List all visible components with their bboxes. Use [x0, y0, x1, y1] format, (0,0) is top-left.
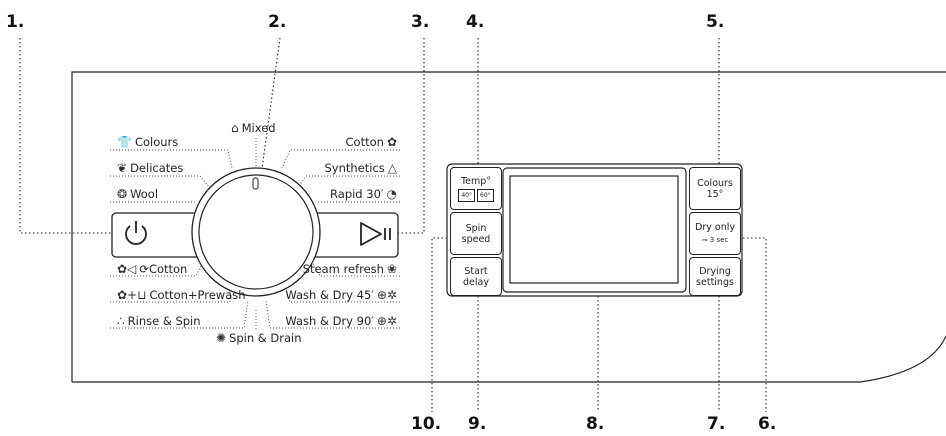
prewash-icon: ✿+⊔: [117, 288, 147, 302]
program-wash-dry-45[interactable]: Wash & Dry 45′⊕✲: [285, 288, 397, 302]
shirt-icon: 👕: [117, 135, 132, 149]
leader-6: [743, 237, 767, 412]
temp-40-indicator: 40°: [458, 188, 475, 202]
colours-15-button[interactable]: Colours 15°: [689, 167, 741, 210]
program-mixed[interactable]: ⌂Mixed: [231, 121, 276, 135]
wash-dry-icon: ⊕✲: [376, 314, 397, 328]
callout-7: 7.: [707, 414, 726, 434]
synthetics-icon: △: [387, 161, 397, 175]
leader-10: [431, 237, 447, 412]
drying-settings-button[interactable]: Drying settings: [689, 257, 741, 296]
callout-10: 10.: [411, 414, 442, 434]
wash-dry-icon: ⊕✲: [376, 288, 397, 302]
program-delicates[interactable]: ❦Delicates: [117, 161, 184, 175]
display-screen: [509, 175, 679, 284]
callout-6: 6.: [758, 414, 777, 434]
callout-8: 8.: [586, 414, 605, 434]
callout-4: 4.: [466, 12, 485, 32]
rapid-icon: ◔: [386, 187, 397, 201]
callout-2: 2.: [268, 12, 287, 32]
power-button[interactable]: [122, 218, 150, 250]
program-synthetics[interactable]: Synthetics△: [324, 161, 397, 175]
spin-icon: ✺: [216, 331, 227, 345]
spin-speed-button[interactable]: Spin speed: [450, 212, 502, 255]
program-steam-refresh[interactable]: Steam refresh❀: [302, 262, 397, 276]
program-colours[interactable]: 👕Colours: [117, 135, 179, 149]
callout-9: 9.: [468, 414, 487, 434]
temp-button[interactable]: Temp° 40°60°: [450, 167, 502, 210]
leader-3: [398, 38, 425, 234]
program-spin-drain[interactable]: ✺Spin & Drain: [216, 331, 302, 345]
rinse-icon: ∴: [117, 314, 125, 328]
program-rinse-spin[interactable]: ∴Rinse & Spin: [117, 314, 201, 328]
callout-1: 1.: [6, 12, 25, 32]
callout-5: 5.: [706, 12, 725, 32]
cotton-icon: ✿: [386, 135, 397, 149]
leader-1: [19, 38, 115, 234]
wool-ball-icon: ❂: [117, 187, 128, 201]
eco-cotton-icon: ✿◁: [117, 262, 137, 276]
start-delay-button[interactable]: Start delay: [450, 257, 502, 296]
callout-3: 3.: [411, 12, 430, 32]
start-pause-button[interactable]: [358, 220, 394, 248]
knob: [198, 174, 314, 290]
program-cotton-prewash[interactable]: ✿+⊔Cotton+Prewash: [117, 288, 246, 302]
dry-only-button[interactable]: Dry only ⊸ 3 sec: [689, 212, 741, 255]
program-eco-cotton[interactable]: ✿◁⟳Cotton: [117, 262, 188, 276]
feather-icon: ❦: [117, 161, 128, 175]
program-wool[interactable]: ❂Wool: [117, 187, 159, 201]
key-lock-3sec-label: ⊸ 3 sec: [701, 235, 729, 244]
mixed-icon: ⌂: [231, 121, 239, 135]
steam-icon: ❀: [386, 262, 397, 276]
leader-2: [255, 37, 281, 213]
program-cotton[interactable]: Cotton✿: [345, 135, 397, 149]
program-rapid-30[interactable]: Rapid 30′◔: [330, 187, 397, 201]
program-wash-dry-90[interactable]: Wash & Dry 90′⊕✲: [285, 314, 397, 328]
temp-60-indicator: 60°: [477, 188, 494, 202]
